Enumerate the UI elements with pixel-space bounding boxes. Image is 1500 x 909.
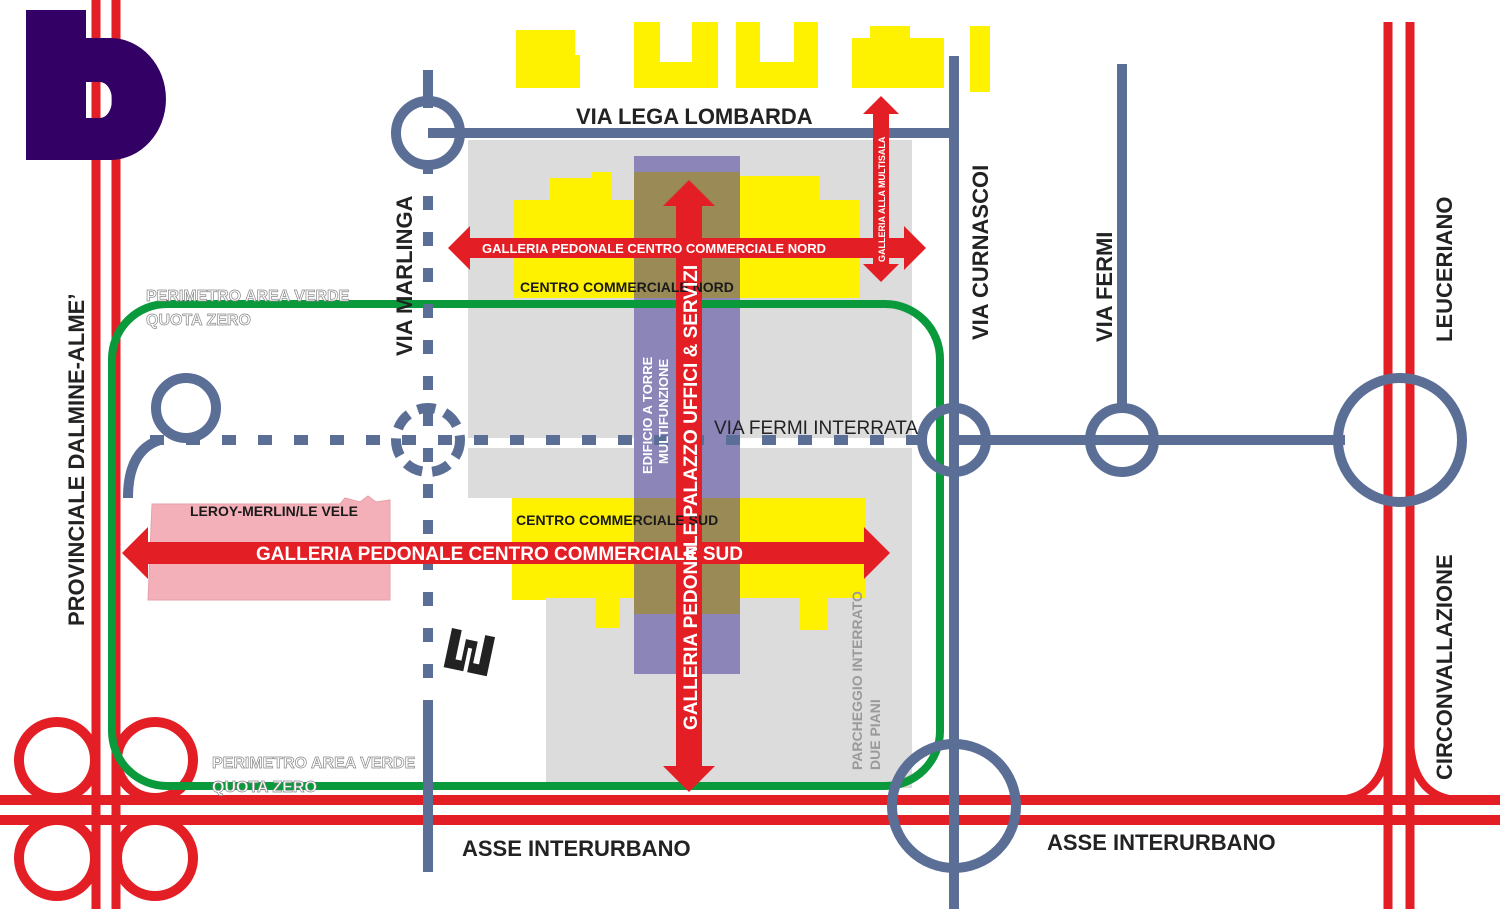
roundabout-curnasco (917, 403, 991, 477)
building-top-2 (634, 22, 718, 88)
label-via-curnasco: VIA CURNASCOI (968, 165, 993, 340)
roundabout-asse (887, 739, 1021, 873)
label-galleria-sud: GALLERIA PEDONALE CENTRO COMMERCIALE SUD (256, 544, 743, 565)
label-perimetro-top-1: PERIMETRO AREA VERDE (146, 288, 350, 305)
west-loop-connector (123, 435, 162, 499)
label-tower-2: MULTIFUNZIONE (656, 358, 671, 464)
cloverleaf-ring-1 (14, 717, 100, 803)
label-asse-interurbano-left: ASSE INTERURBANO (462, 836, 691, 861)
label-perimetro-top-2: QUOTA ZERO (146, 312, 251, 329)
arrow-galleria-sud (122, 527, 890, 579)
logo (26, 10, 166, 160)
building-top-1 (516, 30, 580, 88)
label-parcheggio-2: DUE PIANI (867, 699, 883, 770)
label-centro-sud: CENTRO COMMERCIALE SUD (516, 512, 718, 528)
logo-stem (26, 10, 86, 160)
label-via-lega-lombarda: VIA LEGA LOMBARDA (576, 104, 813, 129)
roundabout-marlinga (391, 403, 465, 477)
building-top-5 (970, 26, 990, 92)
label-perimetro-bottom-2: QUOTA ZERO (212, 779, 317, 796)
roundabout-west (151, 373, 221, 443)
label-galleria-nord: GALLERIA PEDONALE CENTRO COMMERCIALE NOR… (482, 241, 826, 256)
label-via-marlinga: VIA MARLINGA (392, 195, 417, 356)
label-galleria-multisala: GALLERIA ALLA MULTISALA (877, 136, 887, 262)
yellow-buildings (512, 22, 990, 630)
label-perimetro-bottom-1: PERIMETRO AREA VERDE (212, 755, 416, 772)
label-leroy-merlin: LEROY-MERLIN/LE VELE (190, 503, 358, 519)
label-galleria-palazzo: GALLERIA PEDONALE PALAZZO UFFICI & SERVI… (681, 265, 702, 730)
label-via-fermi-interrata: VIA FERMI INTERRATA (714, 418, 918, 439)
arrow-galleria-palazzo (663, 180, 715, 792)
roundabout-lega-lombarda (391, 96, 465, 170)
roundabout-leuceriano (1333, 373, 1467, 507)
label-provinciale: PROVINCIALE DALMINE-ALME’ (64, 294, 89, 626)
logo-bowl (86, 38, 166, 160)
label-parcheggio-1: PARCHEGGIO INTERRATO (849, 591, 865, 770)
green-perimeter (108, 300, 944, 790)
brand-symbol-icon (443, 628, 496, 677)
gallery-arrows (122, 96, 926, 792)
building-top-4 (852, 26, 944, 88)
cloverleaf-ring-3 (14, 815, 100, 901)
label-via-fermi: VIA FERMI (1092, 232, 1117, 342)
label-centro-nord: CENTRO COMMERCIALE NORD (520, 279, 734, 295)
label-tower-1: EDIFICIO A TORRE (640, 356, 655, 474)
arrow-galleria-multisala (863, 96, 899, 282)
cloverleaf-ring-4 (112, 815, 198, 901)
roundabout-fermi (1085, 403, 1159, 477)
circonvallazione-connector (1339, 739, 1392, 804)
building-top-3 (736, 22, 818, 88)
blue-roads (123, 56, 1467, 909)
label-leuceriano: LEUCERIANO (1432, 197, 1457, 342)
circonvallazione-connector-2 (1406, 739, 1456, 804)
label-asse-interurbano-right: ASSE INTERURBANO (1047, 830, 1276, 855)
label-circonvallazione: CIRCONVALLAZIONE (1432, 554, 1457, 780)
